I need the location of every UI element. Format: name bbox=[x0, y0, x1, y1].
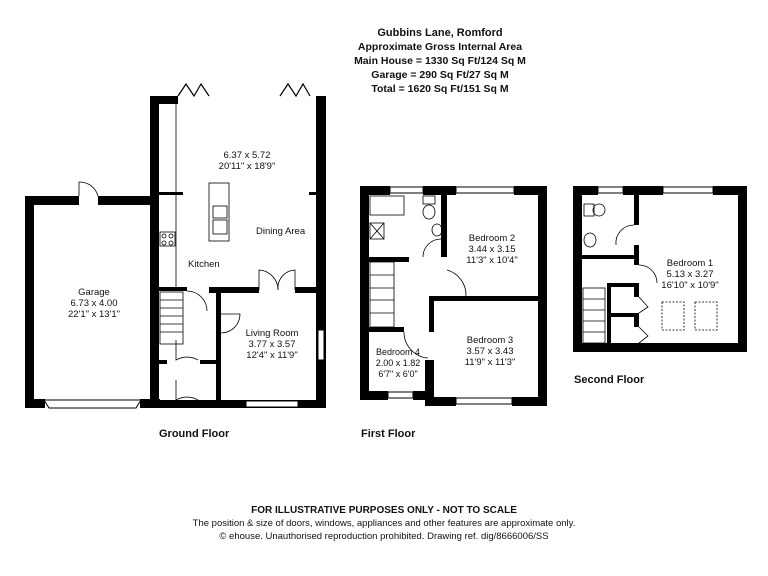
copyright: © ehouse. Unauthorised reproduction proh… bbox=[219, 531, 549, 542]
first-floor-label: First Floor bbox=[361, 428, 416, 440]
imperial-dimension: 22'1" x 13'1" bbox=[67, 309, 121, 320]
room-name: Living Room bbox=[245, 328, 299, 339]
metric-dimension: 3.44 x 3.15 bbox=[468, 244, 516, 255]
main-house-area: Main House = 1330 Sq Ft/124 Sq M bbox=[354, 55, 526, 67]
room-name: Bedroom 3 bbox=[466, 335, 514, 346]
metric-dimension: 6.37 x 5.72 bbox=[223, 150, 271, 161]
dining-area-label: Dining Area bbox=[256, 226, 306, 237]
imperial-dimension: 6'7" x 6'0" bbox=[378, 369, 418, 379]
imperial-dimension: 20'11" x 18'9" bbox=[218, 161, 276, 172]
metric-dimension: 6.73 x 4.00 bbox=[70, 298, 118, 309]
area-title: Approximate Gross Internal Area bbox=[357, 41, 523, 53]
bedroom3-label: Bedroom 3 3.57 x 3.43 11'9" x 11'3" bbox=[448, 335, 532, 368]
first-floor-walls bbox=[360, 186, 547, 406]
footer-note: The position & size of doors, windows, a… bbox=[192, 518, 576, 529]
bifold-doors bbox=[177, 82, 311, 98]
imperial-dimension: 11'9" x 11'3" bbox=[464, 357, 516, 368]
ground-floor-label: Ground Floor bbox=[159, 428, 230, 440]
ground-floor-walls bbox=[25, 96, 326, 408]
room-name: Bedroom 1 bbox=[666, 258, 714, 269]
windows bbox=[43, 186, 714, 409]
second-floor-label: Second Floor bbox=[574, 374, 645, 386]
room-name: Garage bbox=[78, 287, 110, 298]
room-name: Bedroom 2 bbox=[468, 233, 516, 244]
garage-area: Garage = 290 Sq Ft/27 Sq M bbox=[371, 69, 509, 81]
kitchen-dining-dimensions: 6.37 x 5.72 20'11" x 18'9" bbox=[202, 150, 292, 172]
garage-label: Garage 6.73 x 4.00 22'1" x 13'1" bbox=[48, 287, 140, 320]
second-floor-walls bbox=[573, 186, 747, 352]
bedroom1-label: Bedroom 1 5.13 x 3.27 16'10" x 10'9" bbox=[650, 258, 730, 291]
disclaimer: FOR ILLUSTRATIVE PURPOSES ONLY - NOT TO … bbox=[251, 505, 517, 516]
bedroom4-label: Bedroom 4 2.00 x 1.82 6'7" x 6'0" bbox=[372, 347, 424, 380]
fixtures bbox=[78, 104, 718, 401]
total-area: Total = 1620 Sq Ft/151 Sq M bbox=[371, 83, 509, 95]
metric-dimension: 2.00 x 1.82 bbox=[375, 358, 421, 368]
metric-dimension: 3.57 x 3.43 bbox=[466, 346, 514, 357]
room-name: Bedroom 4 bbox=[375, 347, 421, 357]
metric-dimension: 5.13 x 3.27 bbox=[666, 269, 714, 280]
imperial-dimension: 11'3" x 10'4" bbox=[466, 255, 518, 266]
imperial-dimension: 12'4" x 11'9" bbox=[246, 350, 298, 361]
kitchen-label: Kitchen bbox=[188, 259, 220, 270]
metric-dimension: 3.77 x 3.57 bbox=[248, 339, 296, 350]
area-summary: Gubbins Lane, Romford Approximate Gross … bbox=[330, 26, 550, 96]
imperial-dimension: 16'10" x 10'9" bbox=[661, 280, 719, 291]
bedroom2-label: Bedroom 2 3.44 x 3.15 11'3" x 10'4" bbox=[452, 233, 532, 266]
property-title: Gubbins Lane, Romford bbox=[377, 27, 503, 39]
living-room-label: Living Room 3.77 x 3.57 12'4" x 11'9" bbox=[230, 328, 314, 361]
footer: FOR ILLUSTRATIVE PURPOSES ONLY - NOT TO … bbox=[100, 504, 668, 543]
